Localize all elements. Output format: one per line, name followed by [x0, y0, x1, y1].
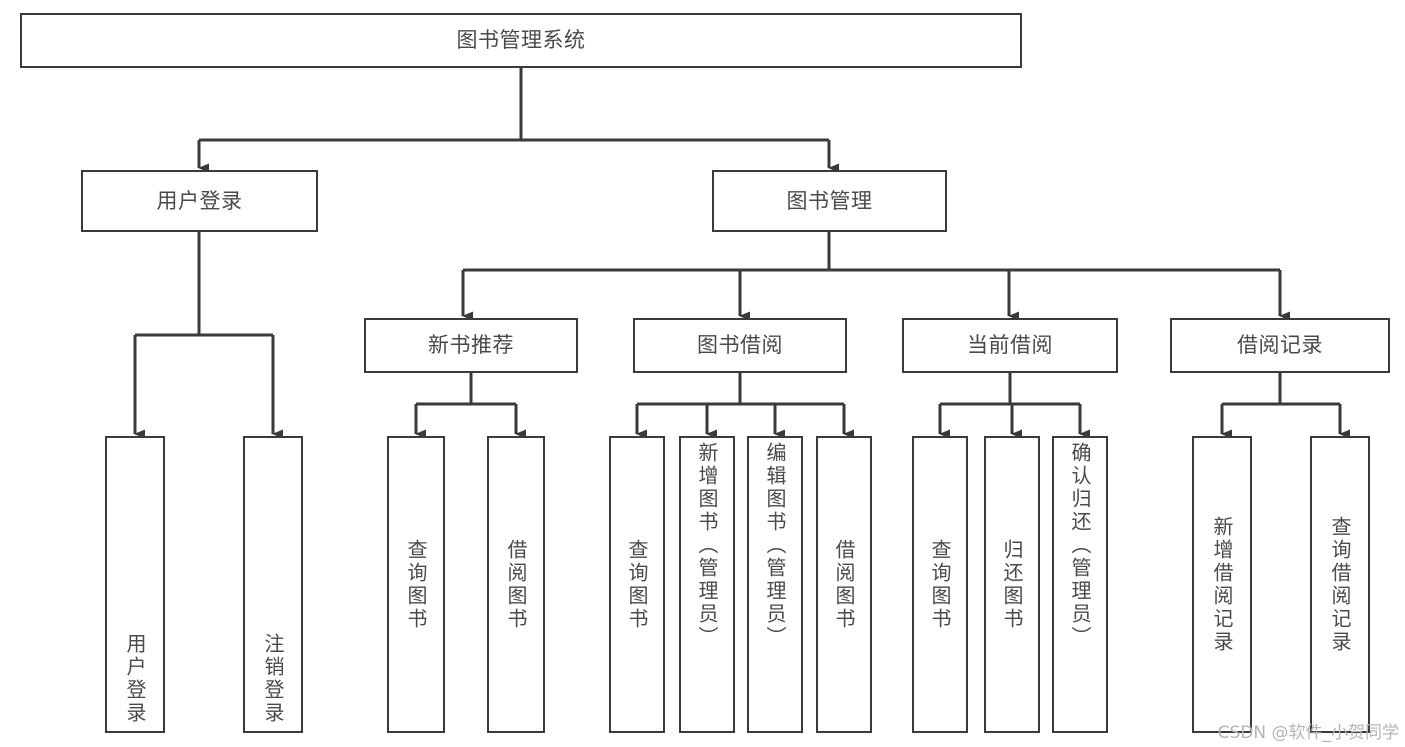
node-leaf[interactable]: 编辑图书（管理员） — [747, 436, 803, 733]
node-book-borrowing[interactable]: 图书借阅 — [633, 318, 847, 373]
node-leaf[interactable]: 确认归还（管理员） — [1052, 436, 1108, 733]
node-label: 当前借阅 — [967, 333, 1053, 358]
node-label: 查询图书 — [625, 538, 649, 631]
connector-lines — [133, 68, 1350, 439]
node-leaf[interactable]: 注销登录 — [243, 436, 303, 733]
node-label: 借阅图书 — [504, 538, 528, 631]
node-root-book-management-system[interactable]: 图书管理系统 — [20, 13, 1022, 68]
node-leaf[interactable]: 借阅图书 — [816, 436, 872, 733]
node-label: 借阅图书 — [832, 538, 856, 631]
node-label: 图书管理 — [786, 188, 873, 213]
node-new-book-recommendation[interactable]: 新书推荐 — [364, 318, 578, 373]
node-label: 确认归还（管理员） — [1068, 442, 1092, 649]
node-label: 查询图书 — [928, 538, 952, 631]
node-leaf[interactable]: 查询图书 — [912, 436, 968, 733]
node-label: 用户登录 — [123, 633, 147, 725]
node-label: 新增借阅记录 — [1210, 515, 1234, 654]
node-leaf[interactable]: 借阅图书 — [487, 436, 545, 733]
node-leaf[interactable]: 查询图书 — [609, 436, 665, 733]
node-leaf[interactable]: 查询图书 — [387, 436, 445, 733]
node-label: 归还图书 — [1000, 538, 1024, 631]
node-label: 查询借阅记录 — [1328, 515, 1352, 654]
node-label: 查询图书 — [404, 538, 428, 631]
node-label: 图书借阅 — [697, 333, 783, 358]
node-leaf[interactable]: 归还图书 — [984, 436, 1040, 733]
node-label: 用户登录 — [156, 188, 243, 213]
node-label: 注销登录 — [261, 633, 285, 725]
node-leaf[interactable]: 查询借阅记录 — [1310, 436, 1370, 733]
node-leaf[interactable]: 用户登录 — [105, 436, 165, 733]
node-label: 新书推荐 — [428, 333, 514, 358]
node-label: 编辑图书（管理员） — [763, 442, 787, 649]
node-label: 借阅记录 — [1237, 333, 1323, 358]
node-label: 图书管理系统 — [456, 28, 586, 53]
node-current-borrowing[interactable]: 当前借阅 — [902, 318, 1118, 373]
node-borrowing-records[interactable]: 借阅记录 — [1170, 318, 1390, 373]
node-book-management[interactable]: 图书管理 — [712, 170, 947, 232]
node-user-login[interactable]: 用户登录 — [81, 170, 318, 232]
node-label: 新增图书（管理员） — [695, 442, 719, 649]
node-leaf[interactable]: 新增图书（管理员） — [679, 436, 735, 733]
node-leaf[interactable]: 新增借阅记录 — [1192, 436, 1252, 733]
